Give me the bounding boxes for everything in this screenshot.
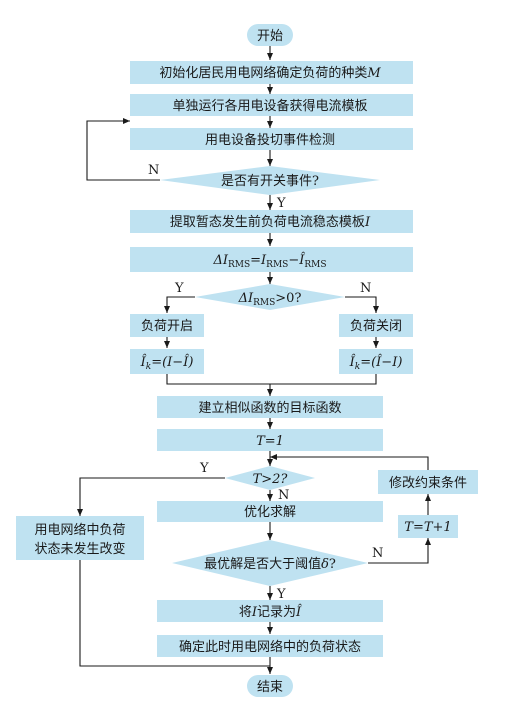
best-question: 最优解是否大于阈值δ?	[204, 556, 336, 572]
final-label: 确定此时用电网络中的负荷状态	[179, 639, 361, 655]
modify-label: 修改约束条件	[389, 475, 467, 491]
record-box: 将I记录为Î	[157, 600, 383, 622]
init-box: 初始化居民用电网络确定负荷的种类M	[130, 61, 413, 84]
delta-no-label: N	[360, 281, 371, 296]
load-off-box: 负荷关闭	[339, 314, 413, 337]
edge-delta-no	[345, 296, 379, 313]
ik-left-formula: Îk=(I−Î)	[140, 354, 194, 372]
t-init-label: T=1	[256, 434, 284, 449]
load-on-box: 负荷开启	[130, 314, 204, 337]
switch-question: 是否有开关事件?	[221, 174, 319, 189]
t-no-label: N	[278, 488, 289, 503]
extract-label: 提取暂态发生前负荷电流稳态模板	[170, 214, 365, 230]
delta-decision: ΔIRMS>0?	[195, 284, 345, 310]
edge-t-yes	[77, 477, 225, 516]
end-node: 结束	[247, 675, 293, 697]
edge-best-no	[368, 538, 431, 564]
load-off-label: 负荷关闭	[350, 319, 402, 334]
t-inc-box: T=T+1	[398, 515, 458, 538]
unchanged-line-2: 状态未发生改变	[34, 541, 125, 557]
unchanged-box: 用电网络中负荷 状态未发生改变	[16, 516, 144, 560]
svg-text:初始化居民用电网络确定负荷的种类M: 初始化居民用电网络确定负荷的种类M	[159, 65, 381, 81]
t-question: T>2?	[253, 472, 289, 487]
detect-box: 用电设备投切事件检测	[130, 128, 413, 150]
edge-merge	[166, 374, 377, 385]
delta-box: ΔIRMS=IRMS−ÎRMS	[130, 247, 413, 272]
modify-box: 修改约束条件	[378, 470, 478, 494]
best-decision: 最优解是否大于阈值δ?	[172, 540, 368, 586]
template-box: 单独运行各用电设备获得电流模板	[130, 94, 413, 116]
init-var: M	[366, 66, 381, 81]
ik-right-formula: Îk=(Î−I)	[349, 354, 403, 372]
t-decision: T>2?	[225, 466, 315, 490]
objective-box: 建立相似函数的目标函数	[157, 396, 383, 418]
switch-yes-label: Y	[276, 196, 286, 211]
extract-box: 提取暂态发生前负荷电流稳态模板I	[130, 210, 413, 233]
best-yes-label: Y	[276, 587, 286, 602]
switch-decision: 是否有开关事件?	[160, 166, 380, 195]
edge-switch-no-loop	[86, 118, 160, 181]
optimize-box: 优化求解	[157, 501, 383, 522]
edge-delta-yes	[164, 296, 195, 313]
t-yes-label: Y	[199, 461, 209, 476]
start-label: 开始	[257, 29, 283, 44]
delta-yes-label: Y	[174, 281, 184, 296]
t-inc-label: T=T+1	[404, 520, 451, 535]
load-on-label: 负荷开启	[141, 319, 193, 334]
best-no-label: N	[372, 546, 383, 561]
optimize-label: 优化求解	[244, 505, 296, 520]
connectors	[77, 46, 431, 674]
svg-text:提取暂态发生前负荷电流稳态模板I: 提取暂态发生前负荷电流稳态模板I	[170, 214, 371, 230]
delta-question: ΔIRMS>0?	[238, 291, 302, 308]
edge-modify-loop	[270, 454, 429, 470]
record-label: 将I记录为Î	[239, 604, 302, 620]
detect-label: 用电设备投切事件检测	[205, 132, 335, 148]
switch-no-label: N	[148, 163, 159, 178]
delta-equation: ΔIRMS=IRMS−ÎRMS	[212, 252, 326, 270]
final-box: 确定此时用电网络中的负荷状态	[157, 635, 383, 657]
ik-right-box: Îk=(Î−I)	[339, 349, 413, 374]
branch-labels: N Y Y N Y N N Y	[148, 163, 383, 602]
ik-left-box: Îk=(I−Î)	[130, 349, 204, 374]
template-label: 单独运行各用电设备获得电流模板	[172, 98, 367, 114]
edge-unchanged-end	[79, 560, 270, 667]
t-init-box: T=1	[157, 429, 383, 451]
init-label: 初始化居民用电网络确定负荷的种类	[159, 65, 367, 81]
objective-label: 建立相似函数的目标函数	[198, 400, 341, 416]
extract-var: I	[364, 215, 371, 230]
unchanged-line-1: 用电网络中负荷	[34, 522, 125, 538]
start-node: 开始	[247, 24, 293, 46]
end-label: 结束	[257, 680, 283, 695]
